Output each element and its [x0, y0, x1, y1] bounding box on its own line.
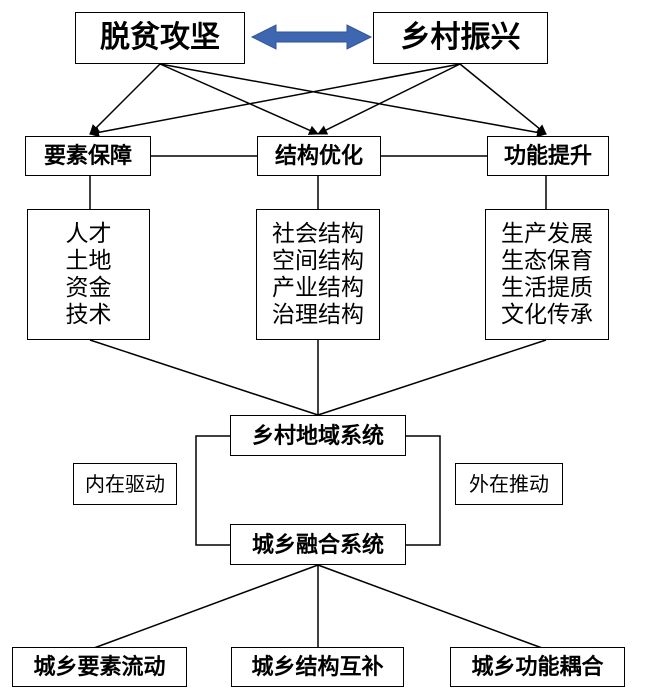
list-factors: 人才 土地 资金 技术	[27, 209, 150, 340]
box-label: 功能提升	[503, 143, 592, 169]
box-urban-rural-integration-system: 城乡融合系统	[230, 524, 406, 565]
list-item: 生产发展	[501, 220, 593, 247]
box-structure-complement: 城乡结构互补	[231, 647, 404, 687]
list-item: 社会结构	[272, 220, 364, 247]
list-item: 产业结构	[272, 274, 364, 301]
top-to-middle-arrows	[89, 63, 547, 138]
box-external-push: 外在推动	[455, 463, 563, 505]
box-label: 内在驱动	[85, 472, 165, 496]
double-arrow-icon	[250, 24, 373, 50]
list-item: 土地	[65, 247, 112, 274]
box-label: 城乡结构互补	[251, 654, 384, 680]
box-structure-optimization: 结构优化	[257, 136, 381, 176]
list-item: 人才	[65, 220, 112, 247]
list-item: 生活提质	[501, 274, 593, 301]
box-factor-flow: 城乡要素流动	[12, 647, 187, 687]
list-item: 资金	[65, 274, 112, 301]
box-internal-drive: 内在驱动	[73, 463, 177, 505]
box-label: 要素保障	[43, 143, 132, 169]
box-label: 乡村振兴	[400, 20, 521, 55]
box-label: 外在推动	[469, 472, 549, 496]
list-item: 治理结构	[272, 301, 364, 328]
list-item: 文化传承	[501, 301, 593, 328]
box-rural-regional-system: 乡村地域系统	[230, 415, 406, 456]
box-factor-guarantee: 要素保障	[25, 136, 151, 176]
box-function-coupling: 城乡功能耦合	[450, 647, 625, 687]
box-label: 城乡融合系统	[251, 531, 384, 558]
box-label: 城乡要素流动	[33, 654, 166, 680]
plain-connectors	[89, 155, 547, 649]
box-label: 城乡功能耦合	[471, 654, 604, 680]
box-label: 脱贫攻坚	[100, 20, 220, 55]
box-function-upgrade: 功能提升	[487, 136, 609, 176]
box-poverty-alleviation: 脱贫攻坚	[75, 12, 245, 64]
list-item: 生态保育	[501, 247, 593, 274]
list-functions: 生产发展 生态保育 生活提质 文化传承	[485, 209, 609, 340]
list-item: 空间结构	[272, 247, 364, 274]
list-structures: 社会结构 空间结构 产业结构 治理结构	[256, 209, 380, 340]
box-rural-revitalization: 乡村振兴	[373, 12, 548, 64]
box-label: 乡村地域系统	[251, 422, 384, 449]
box-label: 结构优化	[274, 143, 363, 169]
list-item: 技术	[65, 301, 112, 328]
